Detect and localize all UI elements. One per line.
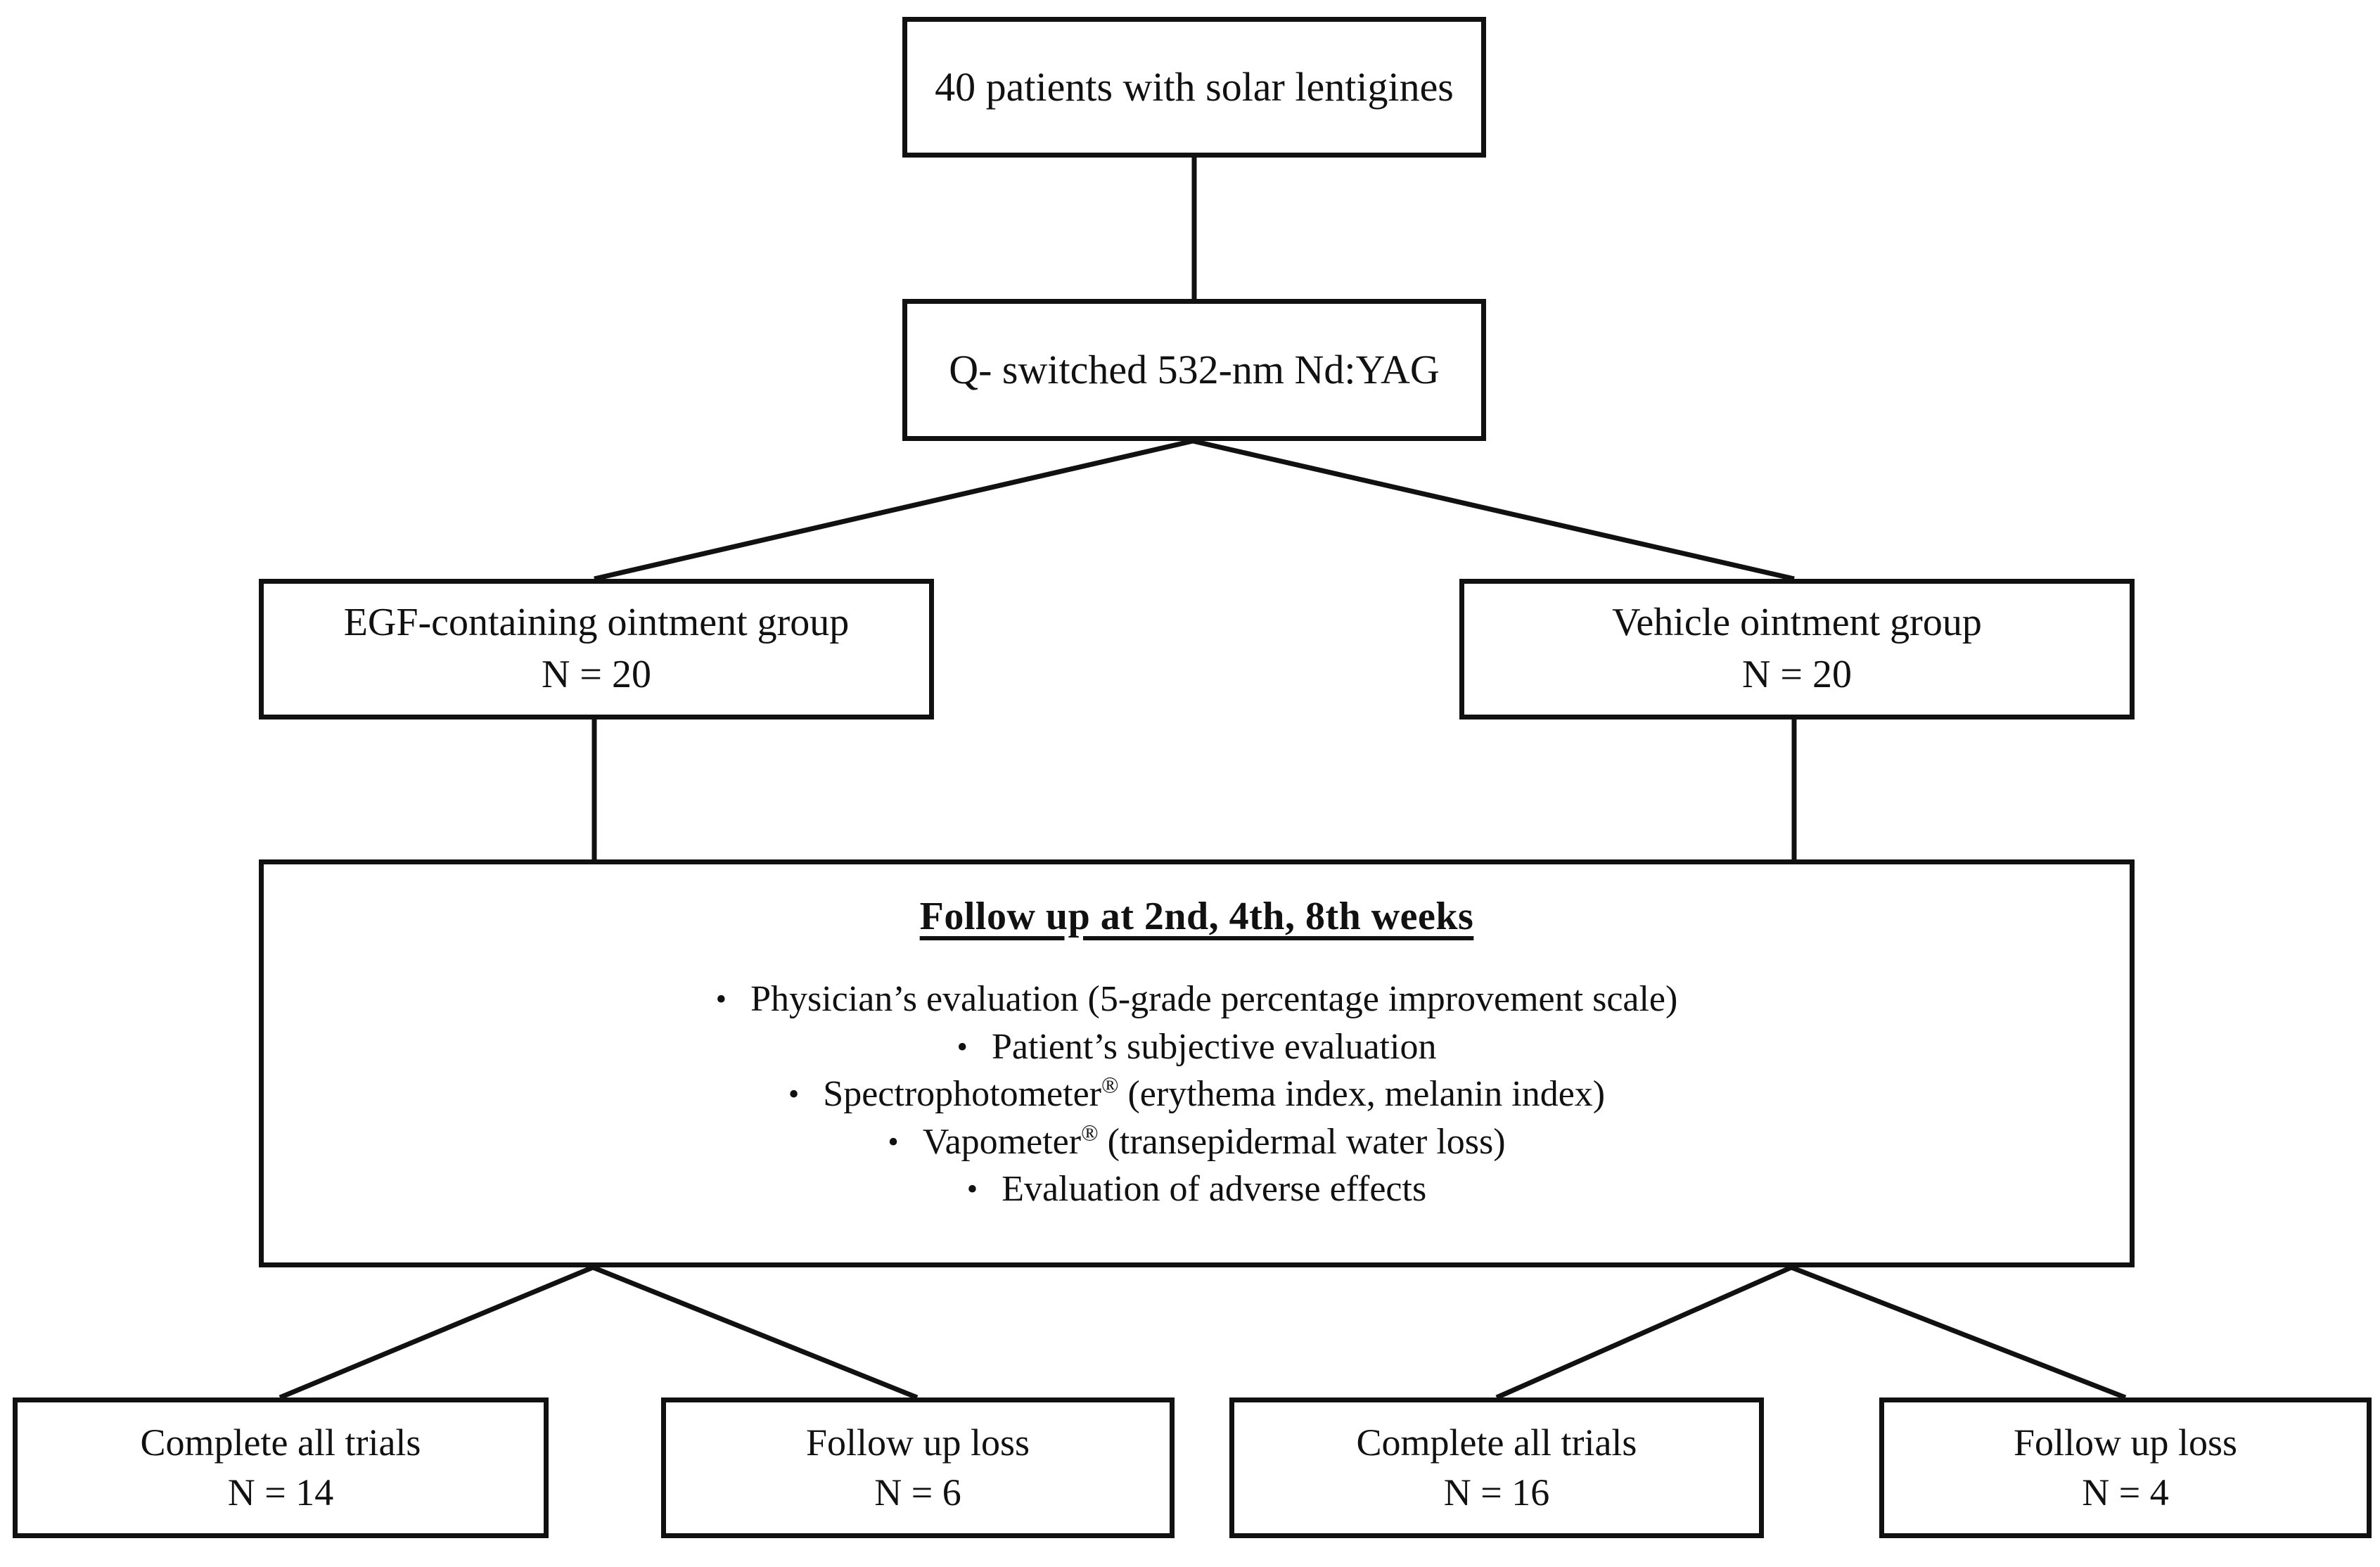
node-vehicle-group-count: N = 20 — [1741, 653, 1853, 696]
followup-bullet-list: • Physician’s evaluation (5-grade percent… — [264, 976, 2130, 1213]
followup-bullet-text: Spectrophotometer — [823, 1074, 1101, 1115]
node-complete-all-trials-egf-label: Complete all trials — [140, 1421, 421, 1464]
followup-bullet-item: • Vapometer® (transepidermal water loss) — [888, 1118, 1505, 1166]
node-follow-up-loss-vehicle: Follow up loss N = 4 — [1879, 1397, 2372, 1538]
bullet-dot-icon: • — [788, 1077, 800, 1112]
connector-followup-to-loss-vehicle — [1790, 1265, 2127, 1400]
node-follow-up-loss-egf-count: N = 6 — [874, 1471, 961, 1514]
followup-bullet-item: • Evaluation of adverse effects — [967, 1165, 1426, 1213]
followup-bullet-item: • Patient’s subjective evaluation — [957, 1023, 1437, 1071]
node-follow-up-loss-egf-label: Follow up loss — [805, 1421, 1030, 1464]
followup-bullet-text-suffix: (erythema index, melanin index) — [1118, 1074, 1606, 1115]
node-egf-group-count: N = 20 — [541, 653, 652, 696]
node-follow-up-loss-vehicle-label: Follow up loss — [2013, 1421, 2238, 1464]
node-complete-all-trials-vehicle-label: Complete all trials — [1356, 1421, 1637, 1464]
node-laser-line1: Q- switched 532-nm Nd:YAG — [949, 346, 1440, 392]
connector-laser-to-vehicle — [1192, 438, 1795, 582]
node-followup: Follow up at 2nd, 4th, 8th weeks • Physic… — [259, 859, 2135, 1267]
followup-bullet-text: Physician’s evaluation (5-grade percenta… — [750, 978, 1678, 1019]
connector-laser-to-egf — [594, 438, 1194, 582]
node-laser-treatment: Q- switched 532-nm Nd:YAG — [902, 299, 1486, 441]
followup-title: Follow up at 2nd, 4th, 8th weeks — [919, 895, 1474, 938]
node-follow-up-loss-vehicle-count: N = 4 — [2082, 1471, 2169, 1514]
node-complete-all-trials-egf-count: N = 14 — [227, 1471, 334, 1514]
bullet-dot-icon: • — [888, 1124, 899, 1159]
node-vehicle-group-label: Vehicle ointment group — [1612, 601, 1982, 645]
node-complete-all-trials-egf: Complete all trials N = 14 — [13, 1397, 549, 1538]
connector-followup-to-complete-vehicle — [1495, 1265, 1793, 1400]
connector-followup-to-loss-egf — [591, 1265, 919, 1400]
followup-bullet-text-suffix: (transepidermal water loss) — [1098, 1121, 1506, 1162]
followup-bullet-text: Evaluation of adverse effects — [1002, 1169, 1427, 1210]
connector-followup-to-complete-egf — [279, 1265, 594, 1400]
bullet-dot-icon: • — [966, 1172, 978, 1207]
node-complete-all-trials-vehicle: Complete all trials N = 16 — [1229, 1397, 1764, 1538]
node-enrollment-line1: 40 patients with solar lentigines — [935, 63, 1454, 110]
node-complete-all-trials-vehicle-count: N = 16 — [1443, 1471, 1550, 1514]
followup-bullet-item: • Spectrophotometer® (erythema index, mel… — [788, 1070, 1605, 1118]
followup-bullet-item: • Physician’s evaluation (5-grade percent… — [716, 976, 1678, 1023]
bullet-dot-icon: • — [957, 1029, 968, 1064]
node-egf-group: EGF-containing ointment group N = 20 — [259, 579, 934, 719]
node-follow-up-loss-egf: Follow up loss N = 6 — [661, 1397, 1175, 1538]
bullet-dot-icon: • — [715, 981, 727, 1016]
registered-trademark-icon: ® — [1101, 1072, 1119, 1098]
node-egf-group-label: EGF-containing ointment group — [343, 601, 850, 645]
node-enrollment: 40 patients with solar lentigines — [902, 17, 1486, 158]
followup-bullet-text: Vapometer — [922, 1121, 1082, 1162]
registered-trademark-icon: ® — [1081, 1120, 1099, 1146]
followup-bullet-text: Patient’s subjective evaluation — [991, 1026, 1437, 1067]
node-vehicle-group: Vehicle ointment group N = 20 — [1459, 579, 2135, 719]
